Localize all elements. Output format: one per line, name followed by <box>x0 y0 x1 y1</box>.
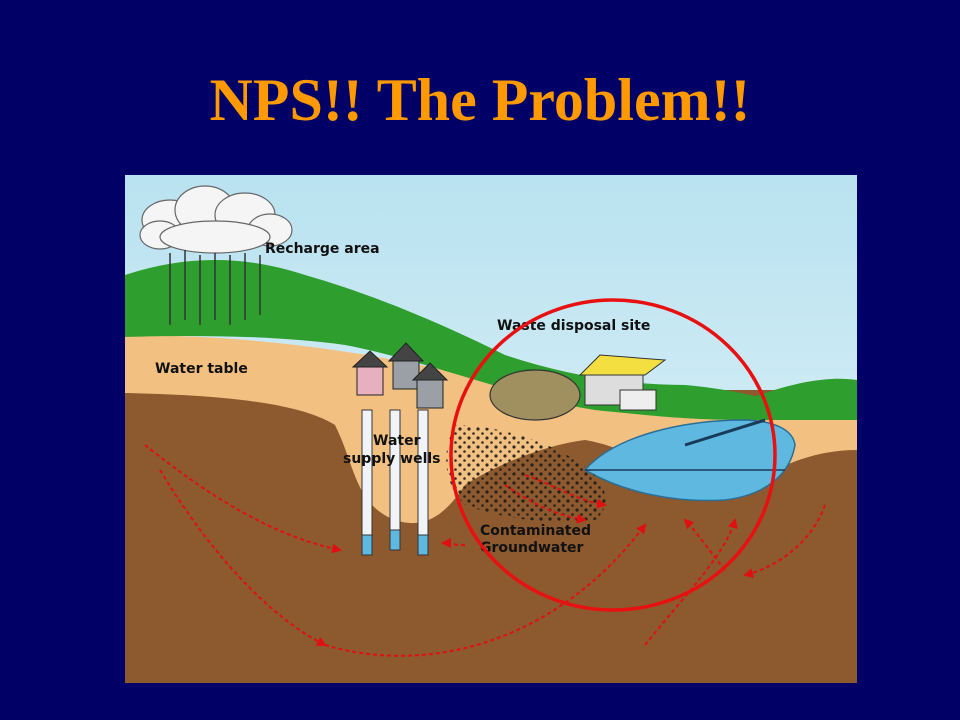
label-recharge-area: Recharge area <box>265 241 380 257</box>
contamination-plume <box>446 425 606 522</box>
waste-mound <box>489 369 581 421</box>
label-water: Water <box>373 433 421 449</box>
highlight-circle <box>449 298 777 612</box>
cloud <box>139 185 293 254</box>
grass-hill <box>125 260 857 420</box>
label-groundwater: Groundwater <box>480 540 584 556</box>
lake <box>583 419 796 502</box>
label-waste-disposal-site: Waste disposal site <box>497 318 650 334</box>
rain <box>169 250 261 325</box>
slide-title: NPS!! The Problem!! <box>209 67 751 133</box>
label-contaminated: Contaminated <box>480 523 591 539</box>
label-water-table: Water table <box>155 361 248 377</box>
label-supply-wells: supply wells <box>343 451 441 467</box>
flow-arrows <box>144 444 826 657</box>
groundwater-diagram: Recharge area Water table Waste disposal… <box>125 175 857 683</box>
disposal-buildings <box>578 354 667 411</box>
right-hill <box>745 378 857 420</box>
water-supply-wells <box>361 409 429 556</box>
houses <box>351 342 449 409</box>
